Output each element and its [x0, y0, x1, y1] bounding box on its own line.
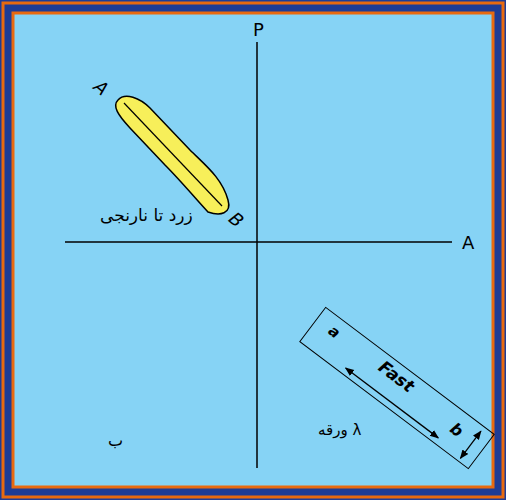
- frame-line: [3, 3, 503, 497]
- axis-label: A: [462, 233, 474, 253]
- end-label: B: [225, 208, 247, 231]
- crystal-grain: [116, 96, 229, 214]
- field: [13, 13, 493, 487]
- color-note: زرد تا نارنجی: [100, 206, 193, 225]
- axis-label: P: [253, 20, 264, 40]
- plate-text: Fast: [375, 357, 418, 396]
- crystal-axis: [124, 103, 222, 206]
- analyzer-axis: [65, 241, 452, 243]
- plate-text: b: [447, 420, 467, 441]
- plate-text: a: [325, 322, 343, 341]
- figure-letter: ب: [108, 432, 123, 450]
- lambda-plate: aFast b: [299, 307, 495, 470]
- end-label: A: [90, 76, 112, 99]
- slow-direction-arrow: [460, 431, 480, 458]
- plate-name: ورقه λ: [318, 422, 361, 439]
- polarizer-axis: [256, 42, 258, 468]
